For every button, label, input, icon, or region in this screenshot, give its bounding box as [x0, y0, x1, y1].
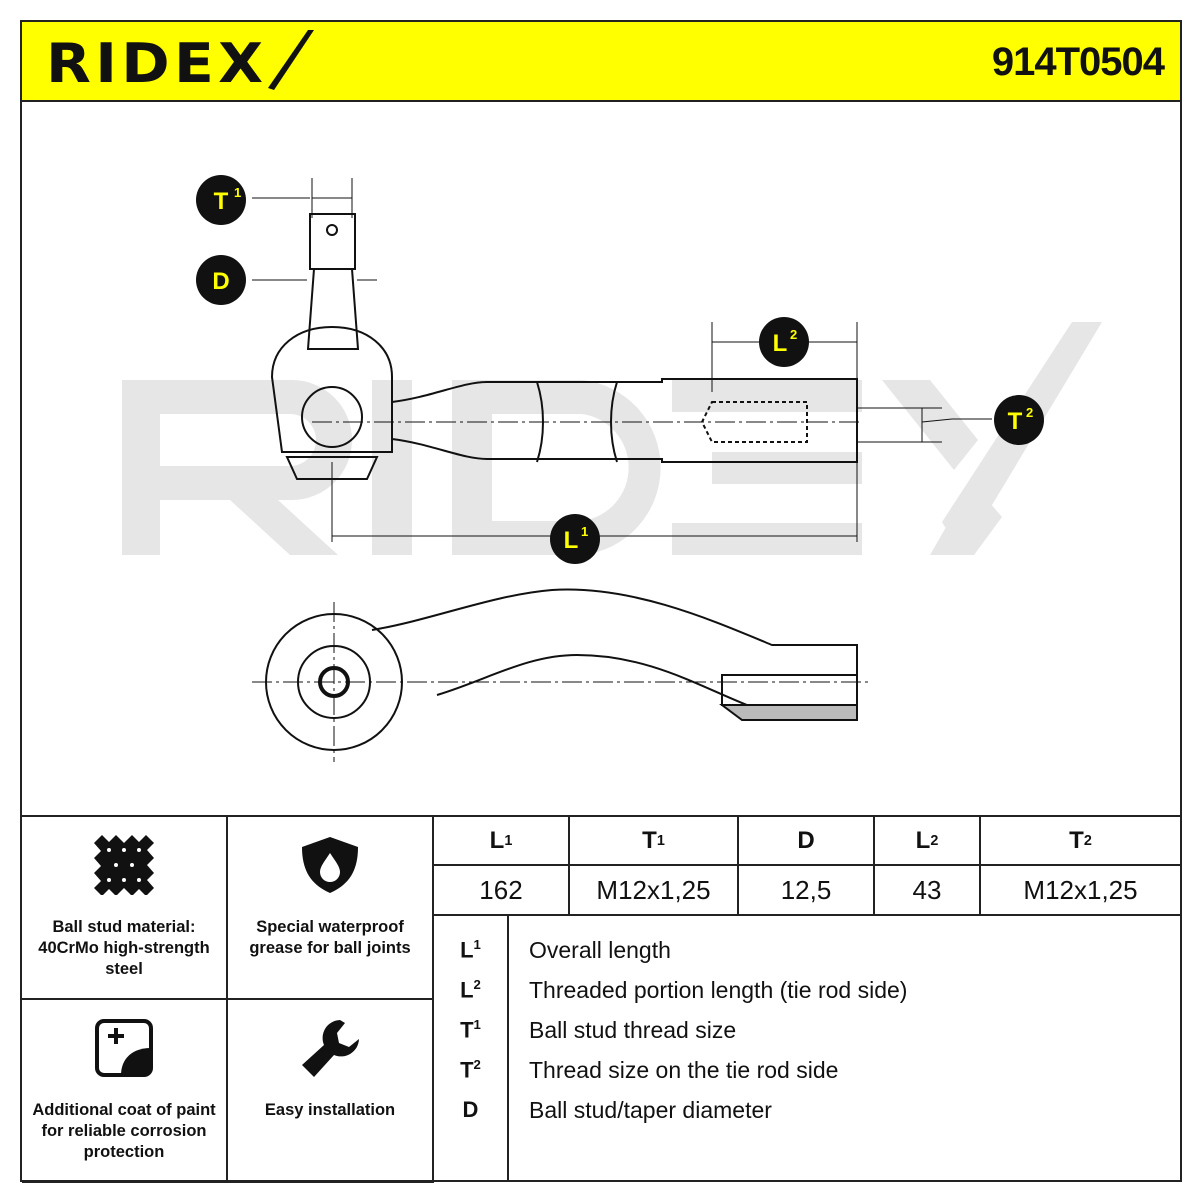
- specs-section: Ball stud material: 40CrMo high-strength…: [22, 815, 1180, 1183]
- legend-key: T1: [460, 1017, 481, 1043]
- svg-text:T: T: [1008, 408, 1023, 435]
- col-header-d: D: [739, 817, 875, 866]
- shield-drop-icon: [302, 837, 358, 893]
- legend-text: Threaded portion length (tie rod side): [529, 977, 908, 1003]
- feature-steel: Ball stud material: 40CrMo high-strength…: [22, 817, 228, 1000]
- brand-name: RIDEX: [46, 32, 268, 95]
- header-bar: RIDEX 914T0504: [22, 22, 1180, 102]
- svg-text:1: 1: [581, 524, 588, 539]
- logo-slash-mark: [268, 30, 314, 90]
- legend-key: L1: [460, 937, 481, 963]
- feature-text: Easy installation: [264, 1101, 396, 1119]
- svg-text:L: L: [564, 527, 579, 554]
- value-d: 12,5: [739, 866, 875, 916]
- part-number: 914T0504: [991, 40, 1165, 84]
- steel-mesh-icon: [94, 835, 154, 895]
- feature-text: Special waterproof grease for ball joint…: [249, 918, 411, 957]
- svg-text:T: T: [214, 188, 229, 215]
- svg-text:1: 1: [234, 185, 241, 200]
- svg-text:L: L: [773, 330, 788, 357]
- badge-d: D: [196, 255, 246, 305]
- svg-text:2: 2: [790, 327, 797, 342]
- legend-text: Ball stud/taper diameter: [529, 1097, 772, 1123]
- legend: L1 Overall length L2 Threaded portion le…: [434, 915, 1180, 1182]
- legend-text: Overall length: [529, 937, 671, 963]
- feature-paint: Additional coat of paint for reliable co…: [22, 1000, 228, 1183]
- legend-text: Ball stud thread size: [529, 1017, 737, 1043]
- feature-installation: Easy installation: [228, 1000, 434, 1183]
- ridex-logo: RIDEX: [46, 28, 316, 98]
- legend-text: Thread size on the tie rod side: [529, 1057, 839, 1083]
- paint-coat-icon: [95, 1019, 153, 1077]
- legend-key: T2: [460, 1057, 481, 1083]
- svg-text:D: D: [212, 268, 229, 295]
- legend-divider: [507, 915, 509, 1182]
- value-l1: 162: [434, 866, 570, 916]
- product-sheet: RIDEX 914T0504: [20, 20, 1182, 1183]
- legend-key: D: [462, 1097, 479, 1122]
- legend-key: L2: [460, 977, 481, 1003]
- svg-text:2: 2: [1026, 405, 1033, 420]
- wrench-icon: [302, 1020, 359, 1077]
- feature-text: Ball stud material: 40CrMo high-strength…: [38, 918, 210, 978]
- value-l2: 43: [875, 866, 981, 916]
- feature-grease: Special waterproof grease for ball joint…: [228, 817, 434, 1000]
- feature-text: Additional coat of paint for reliable co…: [32, 1101, 216, 1161]
- value-t1: M12x1,25: [570, 866, 739, 916]
- value-t2: M12x1,25: [981, 866, 1180, 916]
